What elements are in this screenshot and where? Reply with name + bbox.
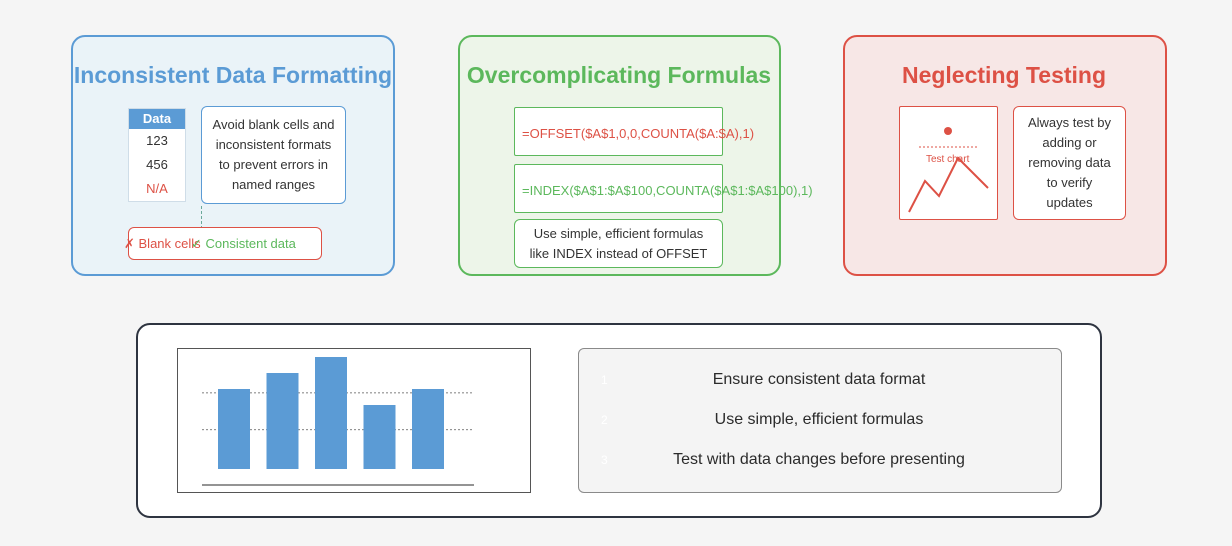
- index-formula: =INDEX($A$1:$A$100,COUNTA($A$1:$A$100),1…: [522, 183, 813, 198]
- tip-number: 2: [601, 413, 608, 427]
- formatting-tip-box: Avoid blank cells and inconsistent forma…: [201, 106, 346, 204]
- testing-tip-line: updates: [1046, 195, 1093, 210]
- data-table: Data 123 456 N/A: [128, 108, 186, 202]
- bar-chart-frame: [177, 348, 531, 493]
- tip-number: 1: [601, 373, 608, 387]
- dashed-connector: [201, 206, 202, 244]
- tip-simple-formulas: Use simple, efficient formulas: [714, 411, 924, 428]
- formula-tip-box: Use simple, efficient formulas like INDE…: [514, 219, 723, 268]
- index-formula-box: [514, 164, 723, 213]
- testing-tip-line: removing data: [1028, 155, 1111, 170]
- formatting-tip-line: Avoid blank cells and: [212, 117, 335, 132]
- data-table-cell-invalid: N/A: [146, 181, 168, 196]
- bar-chart: [202, 357, 474, 486]
- offset-formula-box: [514, 107, 723, 156]
- overcomplicating-formulas-title: Overcomplicating Formulas: [466, 62, 772, 88]
- data-table-cell: 123: [146, 133, 168, 148]
- test-chart-box: Test chart: [899, 106, 998, 220]
- data-table-cell: 456: [146, 157, 168, 172]
- formatting-tip-line: to prevent errors in: [218, 157, 329, 172]
- testing-tip-line: Always test by: [1027, 115, 1112, 130]
- data-table-header: Data: [129, 109, 185, 129]
- test-chart-graphic: [907, 126, 989, 212]
- chart-bar: [363, 405, 396, 469]
- legend-consistent-data: ✓ Consistent data: [191, 236, 296, 251]
- testing-tip-box: Always test by adding or removing data t…: [1013, 106, 1126, 220]
- chart-bar: [218, 389, 250, 469]
- formula-tip-line: Use simple, efficient formulas: [533, 225, 704, 241]
- chart-bar: [266, 373, 299, 469]
- offset-formula: =OFFSET($A$1,0,0,COUNTA($A:$A),1): [522, 126, 755, 141]
- tips-box: 1 Ensure consistent data format 2 Use si…: [578, 348, 1062, 493]
- test-chart-label: Test chart: [926, 154, 970, 165]
- formatting-tip-line: named ranges: [231, 177, 316, 192]
- testing-tip-line: adding or: [1042, 135, 1097, 150]
- inconsistent-formatting-title: Inconsistent Data Formatting: [73, 62, 393, 88]
- formula-tip-line: like INDEX instead of OFFSET: [529, 245, 708, 261]
- formatting-tip-line: inconsistent formats: [215, 137, 332, 152]
- tip-number: 3: [601, 453, 608, 467]
- legend-blank-cells: ✗ Blank cells: [124, 236, 201, 251]
- testing-tip-line: to verify: [1046, 175, 1093, 190]
- chart-bar: [412, 389, 444, 469]
- tip-consistent-format: Ensure consistent data format: [712, 371, 926, 388]
- tip-test-changes: Test with data changes before presenting: [673, 451, 965, 468]
- neglecting-testing-title: Neglecting Testing: [901, 62, 1107, 88]
- legend-box: [128, 227, 322, 260]
- test-chart-point: [943, 126, 952, 135]
- test-chart-line: [907, 155, 989, 212]
- chart-bar: [315, 357, 347, 469]
